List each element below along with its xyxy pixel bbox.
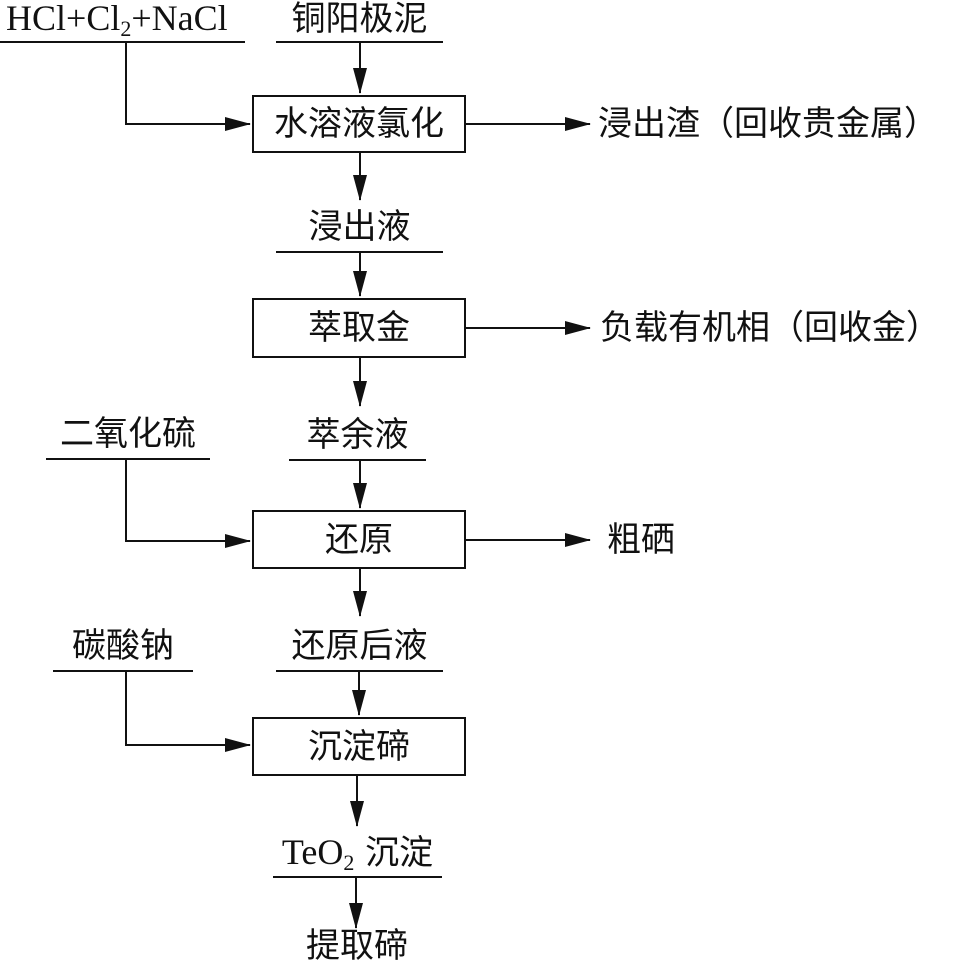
reagent-text-tail: +NaCl — [131, 0, 228, 38]
connector-reagent-na2co3 — [125, 671, 251, 752]
output-crude-selenium: 粗硒 — [607, 520, 675, 560]
output-loaded-organic: 负载有机相（回收金） — [600, 308, 940, 348]
intermediate-teo2-precipitate: TeO2 沉淀 — [273, 832, 442, 875]
process-box-reduction: 还原 — [252, 510, 466, 569]
reagent-hcl-cl2-nacl: HCl+Cl2+NaCl — [6, 0, 228, 41]
process-label: 萃取金 — [308, 308, 410, 348]
process-label: 水溶液氯化 — [274, 104, 444, 144]
reagent-sulfur-dioxide: 二氧化硫 — [60, 414, 196, 454]
process-box-chlorination: 水溶液氯化 — [252, 95, 466, 153]
subscript: 2 — [343, 850, 355, 875]
intermediate-raffinate: 萃余液 — [306, 415, 409, 455]
precipitate-text: 沉淀 — [354, 833, 434, 873]
reagent-sodium-carbonate: 碳酸钠 — [72, 626, 174, 666]
output-final-tellurium: 提取碲 — [306, 926, 408, 966]
process-box-tellurium-precipitation: 沉淀碲 — [252, 717, 466, 776]
output-leach-residue: 浸出渣（回收贵金属） — [598, 104, 938, 144]
reagent-text: HCl+Cl — [6, 0, 121, 38]
process-label: 还原 — [325, 519, 393, 560]
intermediate-leach-liquor: 浸出液 — [308, 207, 411, 247]
feed-copper-anode-slime: 铜阳极泥 — [291, 0, 428, 39]
intermediate-reduced-liquor: 还原后液 — [291, 626, 428, 666]
process-box-gold-extraction: 萃取金 — [252, 298, 466, 358]
process-label: 沉淀碲 — [308, 726, 410, 767]
connector-reagent-so2 — [125, 459, 251, 548]
subscript: 2 — [120, 16, 132, 41]
formula-text: TeO — [281, 832, 344, 872]
connector-reagent-1 — [125, 42, 251, 131]
